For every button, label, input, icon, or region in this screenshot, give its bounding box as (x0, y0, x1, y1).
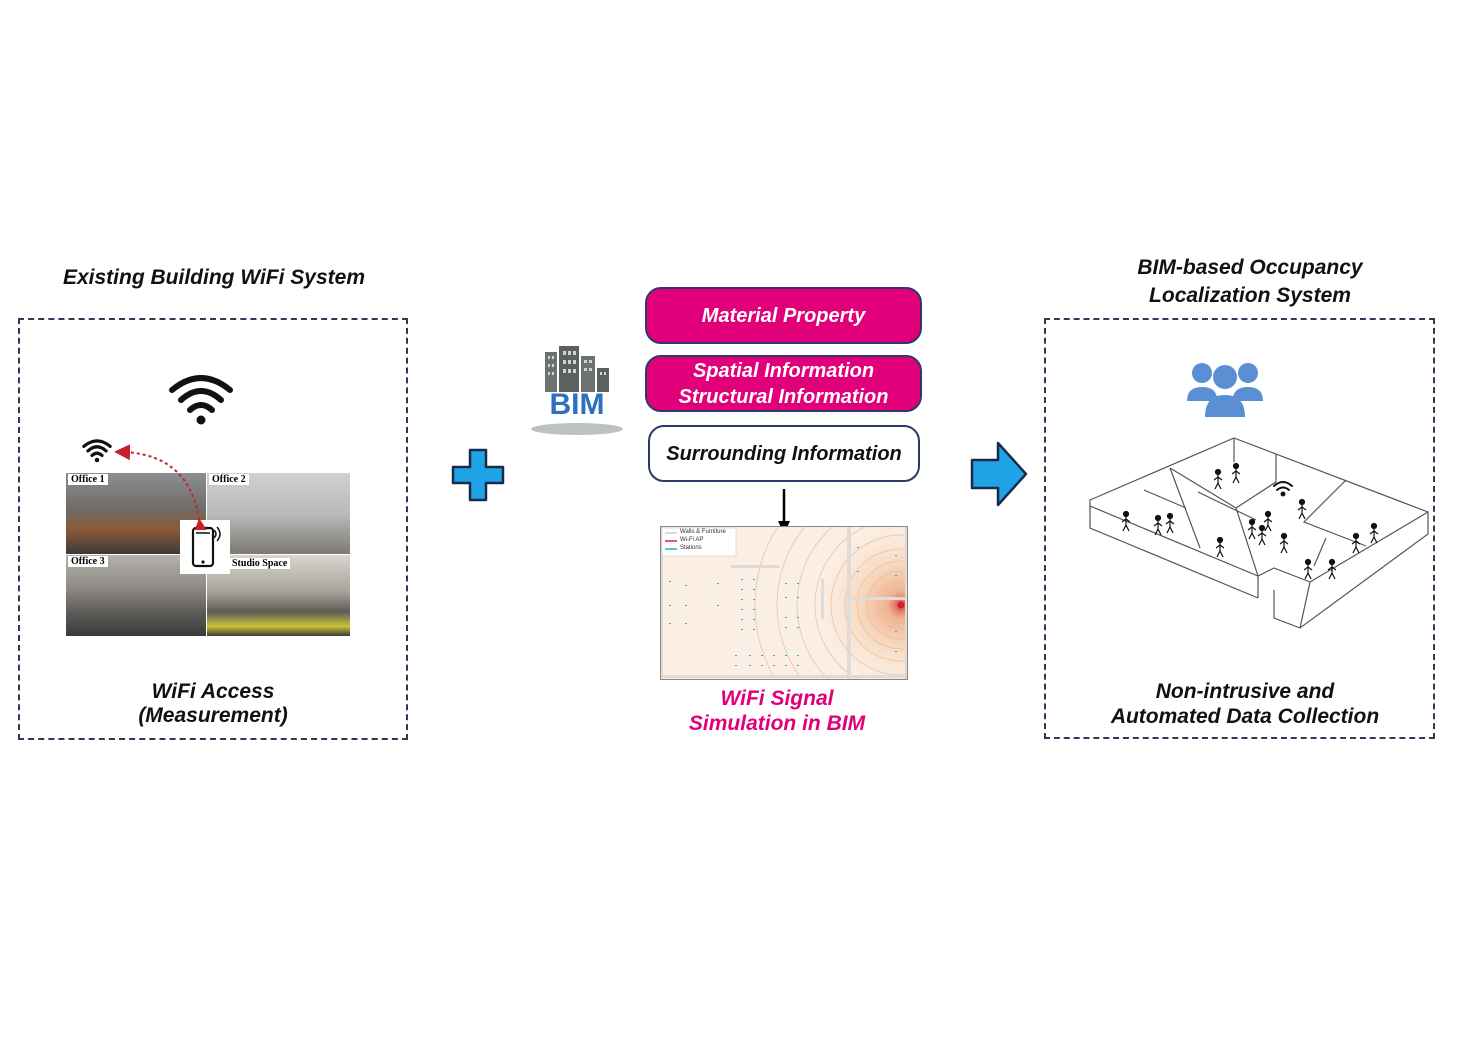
people-group-icon (1187, 363, 1263, 417)
person-icon (1327, 558, 1337, 580)
person-icon (1247, 518, 1257, 540)
photo-label: Office 3 (68, 556, 108, 567)
middle-caption-line1: WiFi Signal (720, 687, 834, 710)
pill-label: Surrounding Information (666, 442, 902, 465)
plus-icon (451, 448, 505, 502)
bim-building-icon: BIM (527, 342, 627, 437)
left-caption-line1: WiFi Access (151, 680, 275, 703)
person-icon (1351, 532, 1361, 554)
legend-walls: Walls & Furniture (680, 529, 726, 535)
wifi-icon (169, 375, 233, 425)
material-property-pill: Material Property (645, 287, 922, 344)
arrow-right-icon (970, 441, 1028, 507)
person-icon (1165, 512, 1175, 534)
pill-label: Structural Information (678, 385, 889, 408)
legend-wifi-ap: Wi-Fi AP (680, 537, 704, 543)
wifi-icon (82, 439, 112, 463)
wifi-icon (1273, 481, 1293, 497)
pill-label: Spatial Information (692, 359, 875, 382)
right-panel-title-line1: BIM-based Occupancy (1137, 256, 1363, 279)
person-icon (1297, 498, 1307, 520)
spatial-structural-pill: Spatial Information Structural Informati… (645, 355, 922, 412)
person-icon (1153, 514, 1163, 536)
signal-arrow (114, 444, 209, 530)
right-caption-line1: Non-intrusive and (1155, 680, 1335, 703)
photo-label: Office 2 (209, 474, 249, 485)
photo-label: Studio Space (229, 558, 291, 569)
studio-photo: Studio Space (207, 555, 350, 636)
middle-caption-line2: Simulation in BIM (688, 712, 866, 735)
person-icon (1215, 536, 1225, 558)
person-icon (1369, 522, 1379, 544)
left-caption-line2: (Measurement) (138, 704, 288, 727)
pill-label: Material Property (701, 304, 866, 327)
person-icon (1257, 524, 1267, 546)
person-icon (1121, 510, 1131, 532)
left-panel-title: Existing Building WiFi System (62, 266, 365, 289)
wifi-simulation-map: Walls & Furniture Wi-Fi AP Stations (660, 526, 908, 680)
right-panel-title-line2: Localization System (1149, 284, 1351, 307)
left-panel-box (18, 318, 408, 740)
legend-stations: Stations (680, 545, 702, 551)
photo-label: Office 1 (68, 474, 108, 485)
office-photo-2: Office 2 (207, 473, 350, 554)
bim-label: BIM (549, 388, 605, 421)
floor-plan-illustration (1089, 437, 1430, 629)
right-caption-line2: Automated Data Collection (1110, 705, 1380, 728)
person-icon (1263, 510, 1273, 532)
surrounding-info-pill: Surrounding Information (648, 425, 920, 482)
person-icon (1303, 558, 1313, 580)
person-icon (1213, 468, 1223, 490)
person-icon (1279, 532, 1289, 554)
person-icon (1231, 462, 1241, 484)
right-panel-box (1044, 318, 1435, 739)
